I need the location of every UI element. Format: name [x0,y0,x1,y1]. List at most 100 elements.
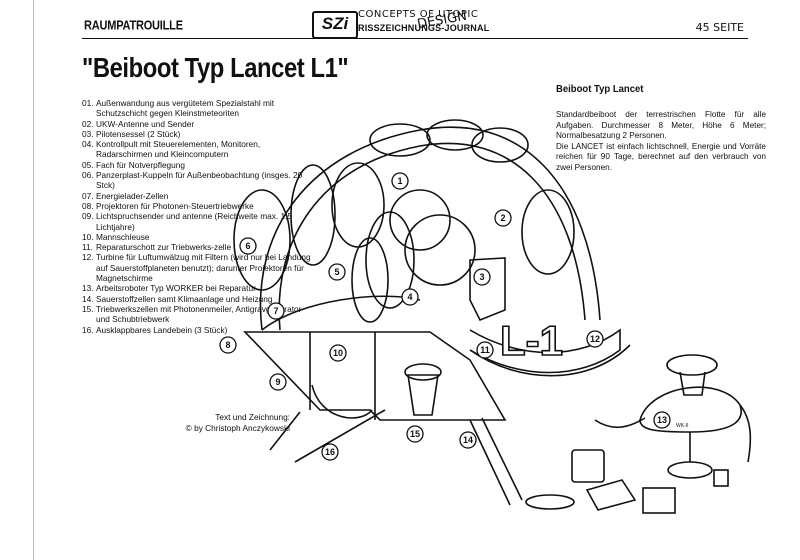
page-margin-line [33,0,34,560]
callout-3: 3 [473,268,491,286]
concepts-label: CONCEPTS OF UTOPIC [358,9,479,20]
callout-circle [219,336,237,354]
callout-number: 10 [333,348,343,358]
sidebar-title: Beiboot Typ Lancet [556,84,644,95]
callout-circle [321,443,339,461]
callout-number: 8 [225,340,230,350]
page-number: 45 SEITE [695,21,744,34]
engine-section [243,331,507,421]
part-number: 10. [82,231,94,242]
part-number: 04. [82,139,94,150]
robot-marking: WK-II [676,423,689,429]
callout-4: 4 [401,288,419,306]
credit-line-2: © by Christoph Anczykowski [185,423,290,433]
part-description: Lichtspruchsender und antenne (Reichweit… [96,211,293,232]
porthole [471,127,529,163]
part-description: Mannschleuse [96,231,150,242]
parts-list-item: 04.Kontrollpult mit Steuerelementen, Mon… [82,139,312,160]
callout-13: 13 [653,411,671,429]
parts-list-item: 10.Mannschleuse [82,232,312,242]
porthole [521,189,575,275]
sidebar-paragraph-2: Die LANCET ist einfach lichtschnell, Ene… [556,141,766,172]
brand-label: RAUMPATROUILLE [84,18,183,34]
callout-number: 14 [463,435,473,445]
callout-number: 7 [273,306,278,316]
robot-head [666,354,718,376]
oil-can [713,469,729,487]
sidebar-text: Standardbeiboot der terrestrischen Flott… [556,110,766,173]
callout-1: 1 [391,172,409,190]
landing-leg [469,419,511,506]
part-description: Triebwerkszellen mit Photonenmeiler, Ant… [96,303,302,325]
part-description: UKW-Antenne und Sender [96,118,195,129]
parts-list-item: 16.Ausklappbares Landebein (3 Stück) [82,325,312,335]
hull-inner-dome [278,142,586,331]
callout-number: 6 [245,241,250,251]
part-number: 02. [82,118,94,129]
hull-dome [259,126,601,331]
manual-booklet [642,487,676,514]
callout-number: 4 [407,292,412,302]
porthole [369,123,431,157]
part-description: Pilotensessel (2 Stück) [96,128,181,139]
part-description: Turbine für Luftumwälzug mit Filtern (wi… [96,252,311,284]
parts-list-item: 07.Energielader-Zellen [82,191,312,201]
callout-circle [329,344,347,362]
callout-number: 16 [325,447,335,457]
callout-circle [401,288,419,306]
reactor-top [404,363,442,381]
callout-2: 2 [494,209,512,227]
part-number: 16. [82,324,94,335]
parts-list: 01.Außenwandung aus vergütetem Spezialst… [82,98,312,335]
part-description: Kontrollpult mit Steuerelementen, Monito… [96,139,261,160]
part-number: 01. [82,98,94,108]
credit: Text und Zeichnung: © by Christoph Anczy… [170,412,290,434]
parts-list-item: 03.Pilotensessel (2 Stück) [82,129,312,139]
porthole [331,162,385,248]
parts-list-item: 15.Triebwerkszellen mit Photonenmeiler, … [82,304,312,325]
callout-10: 10 [329,344,347,362]
landing-leg [294,409,386,463]
robot-arm [739,404,752,463]
part-number: 06. [82,170,94,181]
callout-circle [239,237,257,255]
deck-ring [261,295,421,331]
callout-number: 2 [500,213,505,223]
lower-hull [469,328,621,374]
part-description: Fach für Notverpflegung [96,159,186,170]
parts-list-item: 06.Panzerplast-Kuppeln für Außenbeobacht… [82,170,312,191]
callout-number: 13 [657,415,667,425]
porthole [426,119,484,151]
parts-list-item: 05.Fach für Notverpflegung [82,160,312,170]
part-description: Arbeitsroboter Typ WORKER bei Reparatur [96,283,256,294]
robot-arm [594,417,646,429]
parts-list-item: 12.Turbine für Luftumwälzug mit Filtern … [82,252,312,283]
callout-7: 7 [267,302,285,320]
landing-leg [269,411,301,451]
callout-circle [406,425,424,443]
callout-circle [269,373,287,391]
robot-neck [679,371,706,396]
porthole-outer [233,189,291,291]
part-description: Panzerplast-Kuppeln für Außenbeobachtung… [96,170,303,191]
part-number: 11. [82,242,93,253]
pilot-seat [469,257,506,322]
callout-number: 15 [410,429,420,439]
part-description: Energielader-Zellen [96,190,169,201]
credit-line-1: Text und Zeichnung: [215,412,290,422]
parts-list-item: 13.Arbeitsroboter Typ WORKER bei Reparat… [82,283,312,293]
callout-circle [476,341,494,359]
parts-list-item: 08.Projektoren für Photonen-Steuertriebw… [82,201,312,211]
callout-11: 11 [476,341,494,359]
control-panel [404,214,476,286]
part-number: 14. [82,293,94,304]
disc-plate [525,494,575,510]
callout-16: 16 [321,443,339,461]
parts-list-item: 02.UKW-Antenne und Sender [82,119,312,129]
part-number: 13. [82,283,94,294]
callout-9: 9 [269,373,287,391]
worker-robot-body [639,386,742,433]
callout-number: 11 [480,345,490,355]
parts-list-item: 14.Sauerstoffzellen samt Klimaanlage und… [82,294,312,304]
